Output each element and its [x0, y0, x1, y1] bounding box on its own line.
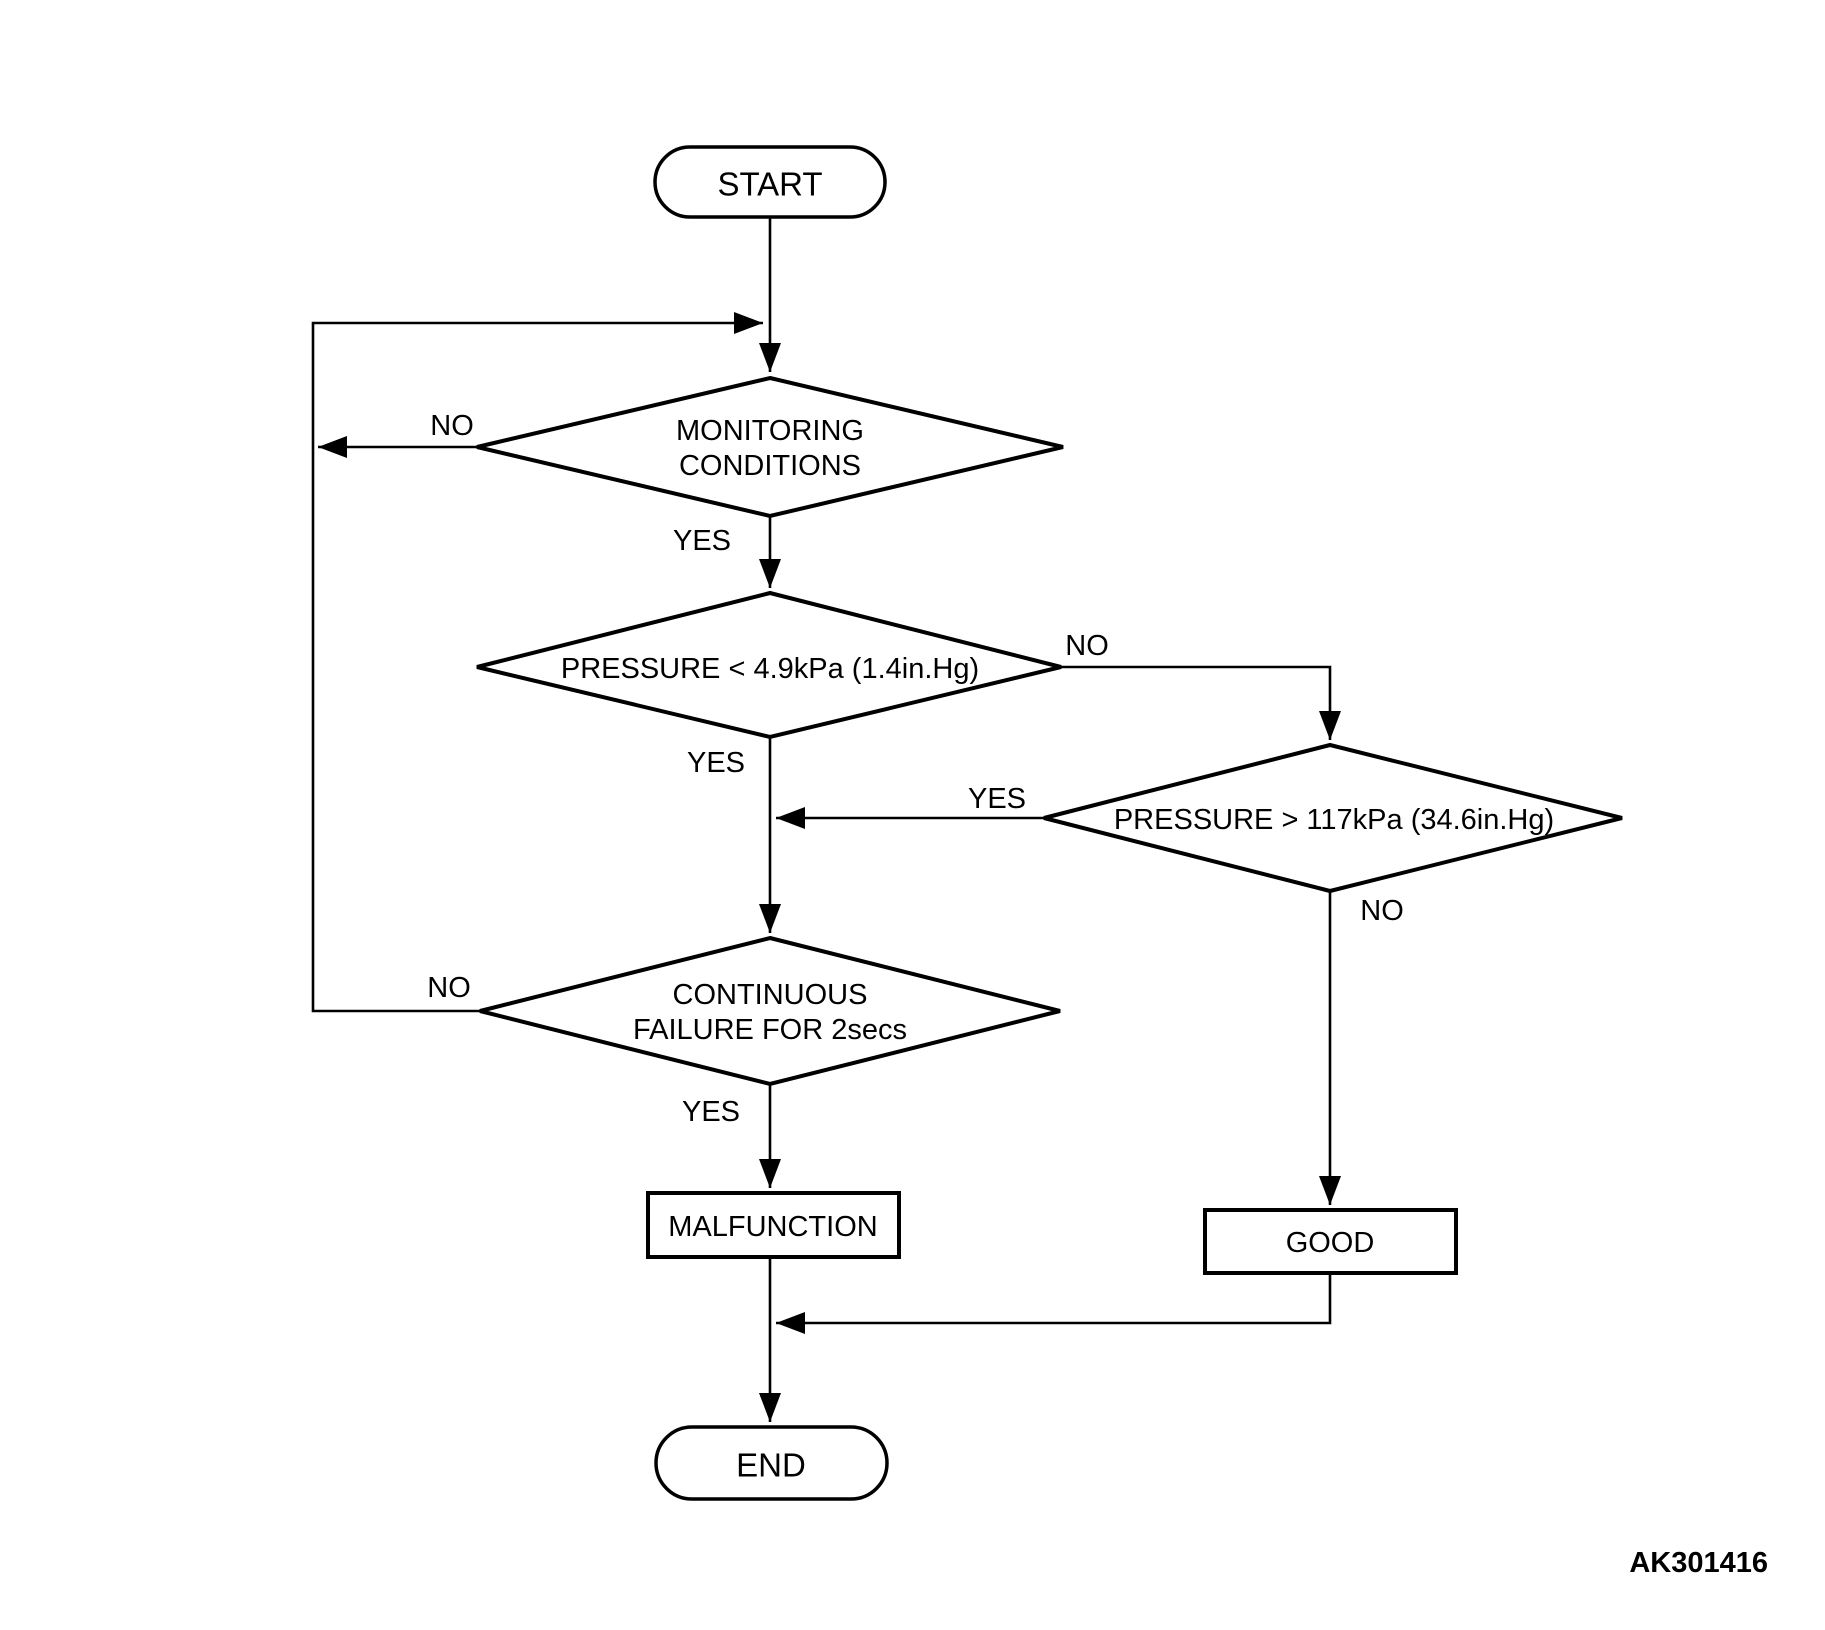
pressure-high-label: PRESSURE > 117kPa (34.6in.Hg) [1114, 804, 1554, 836]
continuous-failure-label-line2: FAILURE FOR 2secs [633, 1014, 907, 1046]
pressure-low-decision [476, 590, 1062, 740]
pressure-high-yes-label: YES [968, 783, 1026, 815]
end-node [654, 1425, 889, 1501]
monitoring-yes-label: YES [673, 525, 731, 557]
monitoring-conditions-label-line2: CONDITIONS [679, 450, 861, 482]
figure-code: AK301416 [1629, 1547, 1768, 1579]
end-node-label: END [736, 1447, 806, 1484]
continuous-failure-decision [479, 935, 1061, 1087]
edge-continuous-no-loop [311, 312, 763, 1013]
edge-good-merge [776, 1273, 1332, 1334]
malfunction-label: MALFUNCTION [668, 1211, 877, 1243]
start-node-label: START [717, 166, 822, 203]
pressure-high-no-label: NO [1360, 895, 1404, 927]
continuous-yes-label: YES [682, 1096, 740, 1128]
monitoring-conditions-label-line1: MONITORING [676, 415, 864, 447]
monitoring-no-label: NO [430, 410, 474, 442]
start-node [653, 145, 887, 219]
pressure-low-label: PRESSURE < 4.9kPa (1.4in.Hg) [561, 653, 979, 685]
good-node [1203, 1208, 1458, 1275]
pressure-high-decision [1043, 742, 1623, 894]
pressure-low-no-label: NO [1065, 630, 1109, 662]
monitoring-conditions-decision [476, 375, 1064, 519]
good-label: GOOD [1286, 1227, 1375, 1259]
continuous-no-label: NO [427, 972, 471, 1004]
malfunction-node [646, 1191, 901, 1259]
edge-pressure-low-no [1061, 665, 1341, 740]
pressure-low-yes-label: YES [687, 747, 745, 779]
continuous-failure-label-line1: CONTINUOUS [673, 979, 868, 1011]
